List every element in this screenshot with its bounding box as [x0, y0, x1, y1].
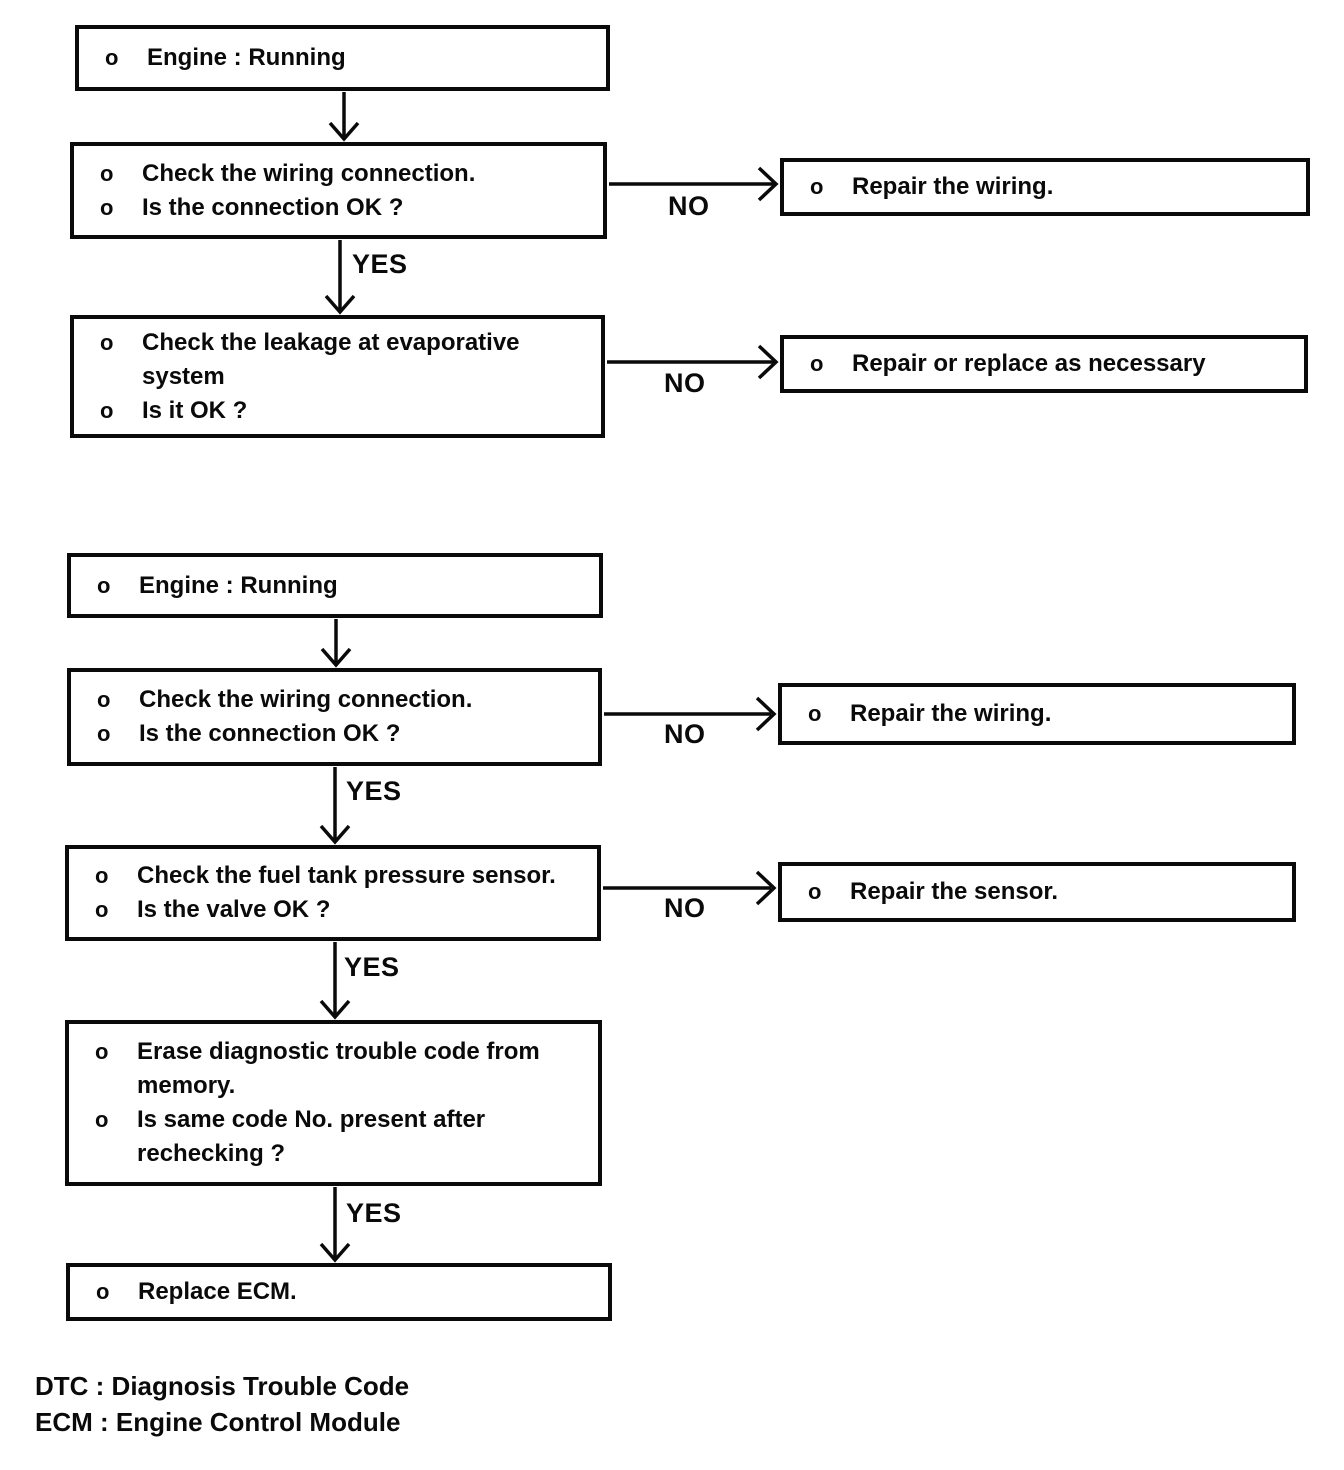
node-text: Repair or replace as necessary [852, 350, 1206, 377]
edge-label-no: NO [664, 893, 706, 923]
node-text: Replace ECM. [138, 1278, 297, 1305]
arrowhead-right-icon [757, 344, 779, 380]
node-text: Is the valve OK ? [137, 896, 331, 923]
node-text: Check the fuel tank pressure sensor. [137, 862, 556, 889]
edge-label-no: NO [664, 368, 706, 398]
bullet-marker: o [810, 351, 824, 376]
arrowhead-down-icon [328, 121, 360, 142]
arrowhead-down-icon [319, 824, 351, 845]
node-text: Check the leakage at evaporative system [142, 328, 520, 390]
bullet-marker: o [95, 1039, 109, 1064]
node-text: Engine : Running [147, 44, 346, 71]
node-text: Engine : Running [139, 571, 338, 599]
node-f2-repair-wiring: o Repair the wiring. [778, 683, 1296, 745]
node-f1-repair-wiring: o Repair the wiring. [780, 158, 1310, 216]
node-f1-repair-replace: o Repair or replace as necessary [780, 335, 1308, 393]
node-f2-check-sensor: o Check the fuel tank pressure sensor. o… [65, 845, 601, 941]
bullet-marker: o [100, 397, 114, 423]
arrowhead-right-icon [755, 870, 777, 906]
bullet-marker: o [95, 863, 109, 888]
legend-ecm: ECM : Engine Control Module [35, 1407, 401, 1437]
arrowhead-down-icon [319, 999, 351, 1020]
node-f2-erase-code: o Erase diagnostic trouble code from mem… [65, 1020, 602, 1186]
node-f1-engine-running: o Engine : Running [75, 25, 610, 91]
node-text: Is it OK ? [142, 396, 248, 424]
node-text: Repair the wiring. [850, 700, 1052, 727]
node-f2-check-wiring: o Check the wiring connection. o Is the … [67, 668, 602, 766]
bullet-marker: o [100, 194, 114, 220]
node-text: Check the wiring connection. [139, 686, 473, 713]
bullet-marker: o [808, 701, 822, 726]
edge-label-no: NO [668, 191, 710, 221]
node-text: Is same code No. present after recheckin… [137, 1106, 486, 1167]
bullet-marker: o [100, 329, 114, 355]
node-f2-replace-ecm: o Replace ECM. [66, 1263, 612, 1321]
bullet-marker: o [100, 160, 114, 186]
edge-label-yes: YES [344, 952, 400, 982]
node-f2-repair-sensor: o Repair the sensor. [778, 862, 1296, 922]
arrowhead-down-icon [319, 1242, 351, 1263]
node-f1-check-leakage: o Check the leakage at evaporative syste… [70, 315, 605, 438]
bullet-marker: o [96, 1279, 110, 1304]
edge-label-yes: YES [346, 1198, 402, 1228]
legend-dtc: DTC : Diagnosis Trouble Code [35, 1371, 410, 1401]
arrowhead-right-icon [757, 166, 779, 202]
node-text: Repair the wiring. [852, 173, 1054, 200]
bullet-marker: o [810, 174, 824, 199]
node-text: Erase diagnostic trouble code from memor… [137, 1038, 540, 1099]
node-f1-check-wiring: o Check the wiring connection. o Is the … [70, 142, 607, 239]
arrowhead-right-icon [755, 696, 777, 732]
bullet-marker: o [105, 45, 119, 70]
bullet-marker: o [808, 879, 822, 904]
legend: DTC : Diagnosis Trouble Code ECM : Engin… [35, 1368, 409, 1440]
edge-label-no: NO [664, 719, 706, 749]
bullet-marker: o [97, 687, 111, 712]
bullet-marker: o [97, 572, 111, 598]
edge-label-yes: YES [352, 249, 408, 279]
arrowhead-down-icon [324, 294, 356, 315]
node-f2-engine-running: o Engine : Running [67, 553, 603, 618]
arrowhead-down-icon [320, 647, 352, 668]
node-text: Is the connection OK ? [142, 193, 404, 221]
node-text: Repair the sensor. [850, 878, 1059, 905]
edge-label-yes: YES [346, 776, 402, 806]
bullet-marker: o [97, 721, 111, 746]
bullet-marker: o [95, 897, 109, 922]
bullet-marker: o [95, 1107, 109, 1132]
node-text: Check the wiring connection. [142, 159, 476, 187]
node-text: Is the connection OK ? [139, 720, 401, 747]
